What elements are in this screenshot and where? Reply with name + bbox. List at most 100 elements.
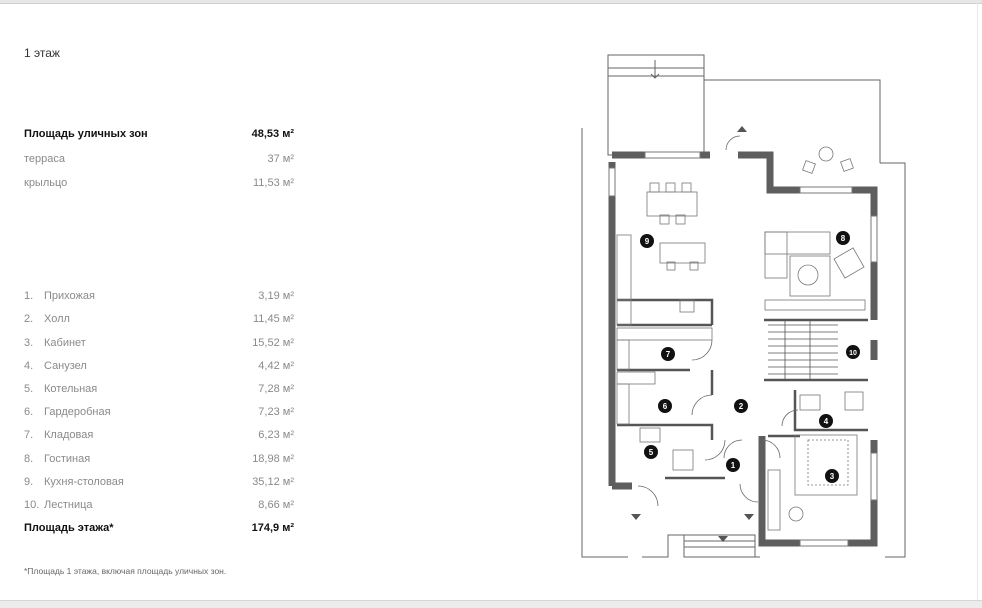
room-label: 4. Санузел: [24, 358, 87, 374]
room-marker-5: 5: [649, 448, 654, 457]
stairs: [768, 320, 838, 380]
footnote: *Площадь 1 этажа, включая площадь уличны…: [24, 566, 227, 576]
chair: [665, 182, 676, 193]
office-rug: [807, 439, 849, 486]
outdoor-item-porch: крыльцо 11,53 м²: [24, 175, 294, 191]
office-shelf: [767, 469, 781, 531]
stove: [679, 299, 695, 313]
room-row-1: 1.Прихожая 3,19 м²: [24, 288, 294, 304]
room-number: 2.: [24, 313, 34, 325]
dining-table: [646, 191, 698, 217]
room-number: 3.: [24, 337, 34, 349]
room-row-5: 5.Котельная 7,28 м²: [24, 381, 294, 397]
floor-total-value: 174,9 м²: [251, 522, 294, 534]
stool: [689, 261, 699, 271]
outdoor-area-value: 48,53 м²: [251, 128, 294, 140]
room-number: 7.: [24, 429, 34, 441]
bath-shower: [844, 391, 864, 411]
door-bath: [781, 409, 799, 427]
door-terrace: [725, 135, 741, 151]
room-label: 6. Гардеробная: [24, 404, 111, 420]
room-marker-1: 1: [731, 461, 736, 470]
door-boiler: [704, 439, 726, 461]
boiler-unit: [639, 427, 661, 443]
terrace-steps: [608, 67, 704, 77]
stool: [666, 261, 676, 271]
room-area: 15,52 м²: [252, 337, 294, 349]
bottom-frame: [0, 600, 982, 608]
marker-circle: [846, 345, 860, 359]
wall-stairs: [764, 318, 868, 382]
storage-shelf: [616, 327, 713, 341]
window-right-upper: [870, 215, 878, 263]
room-area: 18,98 м²: [252, 453, 294, 465]
room-label: 8.Гостиная: [24, 451, 90, 467]
terrace-chair: [840, 158, 854, 172]
room-name: Санузел: [44, 360, 87, 372]
office-desk-area: [794, 434, 858, 496]
room-marker-3: 3: [830, 472, 835, 481]
kitchen-counter-side: [616, 234, 632, 301]
bath-sink: [799, 394, 821, 411]
terrace-arrow: [650, 60, 660, 79]
right-frame: [977, 0, 978, 607]
office-chair: [788, 506, 804, 522]
room-marker-4: 4: [824, 417, 829, 426]
room-number: 5.: [24, 383, 34, 395]
room-row-4: 4.Санузел 4,42 м²: [24, 358, 294, 374]
room-label: 10.Лестница: [24, 497, 93, 513]
wardrobe-rail-side: [616, 383, 630, 425]
room-marker-9: 9: [645, 237, 650, 246]
window-top-left: [644, 151, 701, 159]
chair: [649, 182, 660, 193]
room-number: 6.: [24, 406, 34, 418]
door-entrance: [739, 483, 759, 503]
room-name: Гардеробная: [44, 406, 111, 418]
room-marker-10: 10: [849, 350, 857, 357]
tv-stand: [764, 299, 866, 311]
room-name: Кладовая: [44, 429, 94, 441]
floor-total-label: Площадь этажа*: [24, 522, 114, 534]
room-name: Гостиная: [44, 453, 91, 465]
door-entrance-left: [637, 485, 659, 507]
room-name: Кабинет: [44, 337, 86, 349]
outdoor-item-terrace: терраса 37 м²: [24, 151, 294, 167]
outdoor-item-label: терраса: [24, 153, 66, 165]
door-office: [761, 439, 781, 459]
marker-circle: [726, 458, 740, 472]
room-name: Холл: [44, 313, 70, 325]
arrow-entrance-icon: [744, 514, 754, 520]
sofa-side: [764, 231, 788, 279]
room-row-7: 7.Кладовая 6,23 м²: [24, 427, 294, 443]
room-row-3: 3. Кабинет 15,52 м²: [24, 335, 294, 351]
wall-right-upper: [852, 186, 878, 320]
wall-right-lower: [758, 436, 878, 547]
arrow-porch-icon: [718, 536, 728, 542]
terrace-chair: [802, 160, 816, 174]
room-area: 3,19 м²: [258, 290, 294, 302]
terrace-table: [818, 146, 834, 162]
marker-circle: [658, 399, 672, 413]
room-row-2: 2. Холл 11,45 м²: [24, 311, 294, 327]
window-top-right: [799, 186, 853, 194]
room-area: 11,45 м²: [253, 313, 294, 325]
outdoor-area-header: Площадь уличных зон 48,53 м²: [24, 126, 294, 142]
marker-circle: [661, 347, 675, 361]
top-frame: [0, 0, 982, 4]
wall-bath: [793, 390, 868, 432]
fridge: [616, 299, 632, 326]
floor-total-row: Площадь этажа* 174,9 м²: [24, 520, 294, 536]
room-label: 5.Котельная: [24, 381, 97, 397]
room-name: Прихожая: [44, 290, 95, 302]
site-outline-right: [704, 79, 906, 558]
room-marker-2: 2: [739, 402, 744, 411]
chair: [681, 182, 692, 193]
room-marker-6: 6: [663, 402, 668, 411]
room-number: 10.: [24, 499, 40, 511]
room-marker-7: 7: [666, 350, 671, 359]
room-name: Кухня-столовая: [44, 476, 124, 488]
room-row-10: 10.Лестница 8,66 м²: [24, 497, 294, 513]
wall-wardrobe-bottom: [617, 423, 714, 440]
room-number: 4.: [24, 360, 34, 372]
room-area: 8,66 м²: [258, 499, 294, 511]
